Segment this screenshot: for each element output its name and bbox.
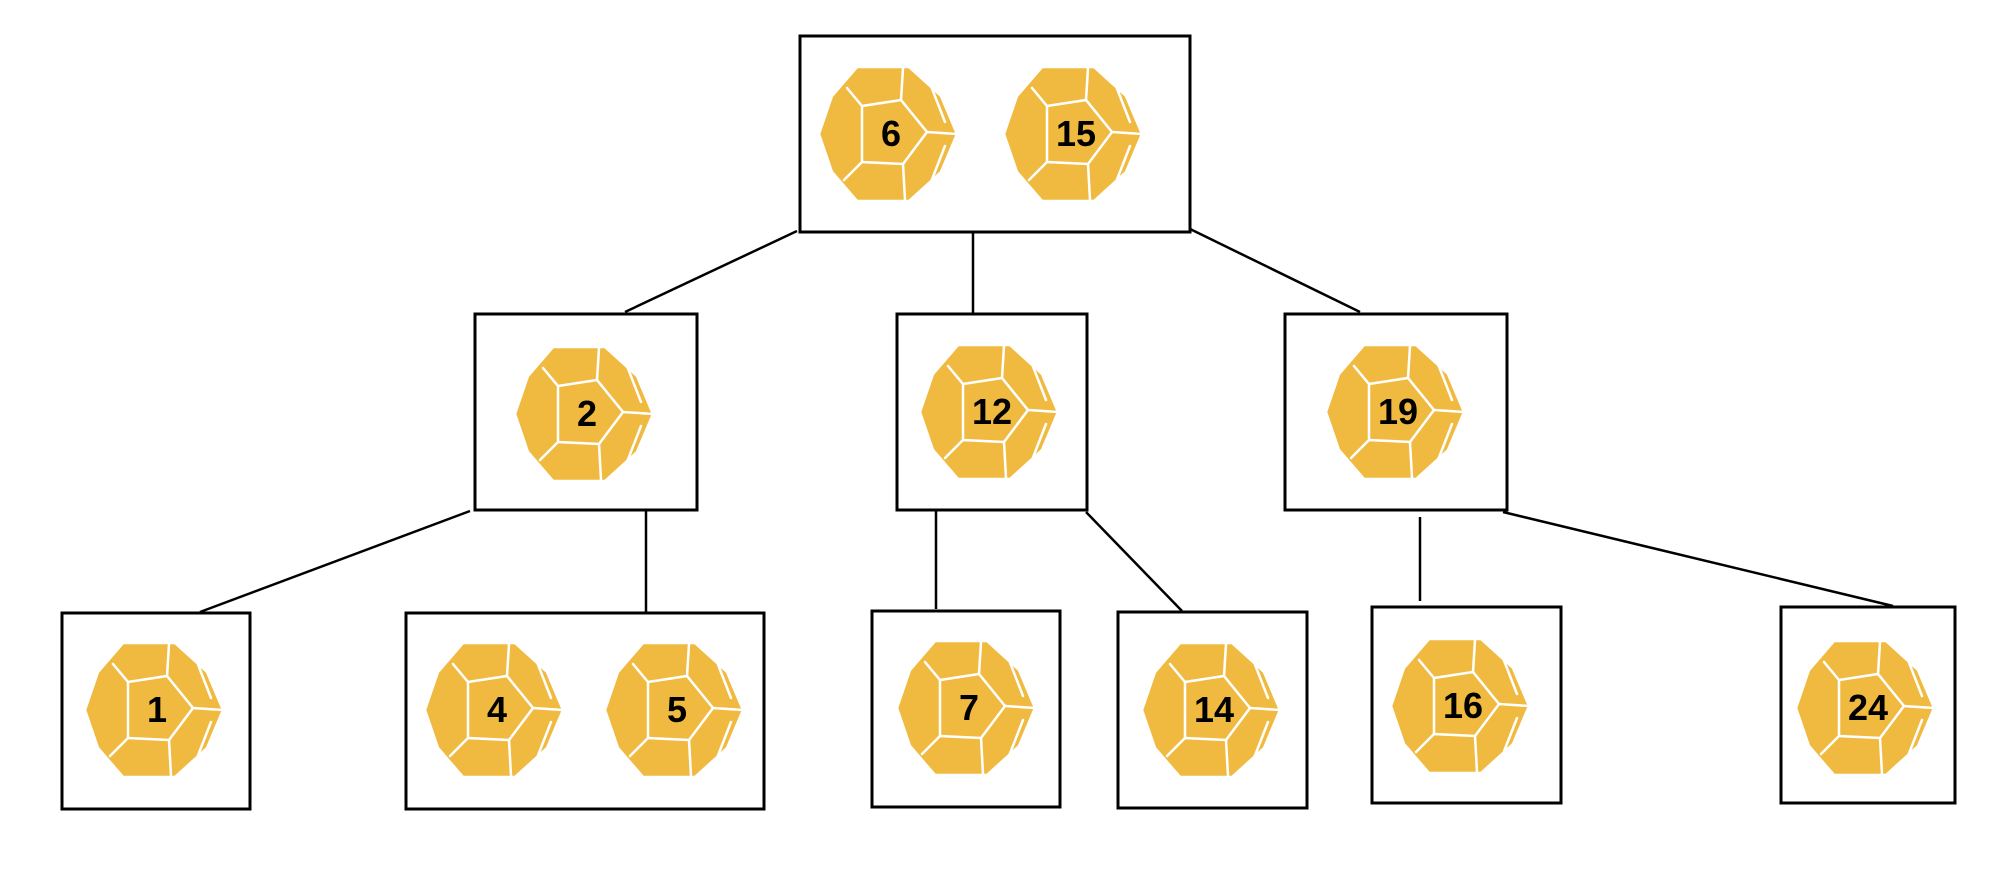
node-key-label: 16 [1443, 685, 1483, 726]
tree-node-root: 6 15 [798, 34, 1192, 234]
node-key-label: 4 [487, 689, 507, 730]
dodecahedron-icon [1002, 65, 1144, 203]
edge-n2-n1 [199, 509, 471, 614]
node-key-label: 6 [881, 113, 901, 154]
node-key-label: 15 [1056, 113, 1096, 154]
dodecahedron-icon [1324, 343, 1466, 481]
dodecahedron-icon [83, 641, 225, 779]
node-key-label: 12 [972, 391, 1012, 432]
dodecahedron-icon [603, 641, 745, 779]
tree-node-n14: 14 [1116, 610, 1309, 810]
edge-root-n19 [1187, 226, 1361, 314]
dodecahedron-icon [817, 65, 959, 203]
dodecahedron-icon [1389, 637, 1531, 775]
edge-n19-n24 [1502, 510, 1894, 608]
dodecahedron-icon [1794, 639, 1936, 777]
edge-n12-n14 [1085, 511, 1183, 612]
node-key-label: 24 [1848, 687, 1888, 728]
dodecahedron-icon [513, 345, 655, 483]
edge-root-n2 [624, 229, 798, 314]
tree-node-n7: 7 [870, 609, 1062, 809]
node-key-label: 5 [667, 689, 687, 730]
dodecahedron-icon [423, 641, 565, 779]
dodecahedron-icon [1140, 641, 1282, 779]
tree-node-n2: 2 [473, 312, 699, 512]
tree-node-n1: 1 [60, 611, 252, 811]
node-key-label: 7 [959, 687, 979, 728]
dodecahedron-icon [895, 639, 1037, 777]
tree-node-n19: 19 [1283, 312, 1509, 512]
node-key-label: 19 [1378, 391, 1418, 432]
tree-node-n24: 24 [1779, 605, 1957, 805]
node-key-label: 1 [147, 689, 167, 730]
tree-node-n16: 16 [1370, 605, 1563, 805]
tree-node-n12: 12 [895, 312, 1089, 512]
dodecahedron-icon [918, 343, 1060, 481]
node-key-label: 14 [1194, 689, 1234, 730]
node-key-label: 2 [577, 393, 597, 434]
